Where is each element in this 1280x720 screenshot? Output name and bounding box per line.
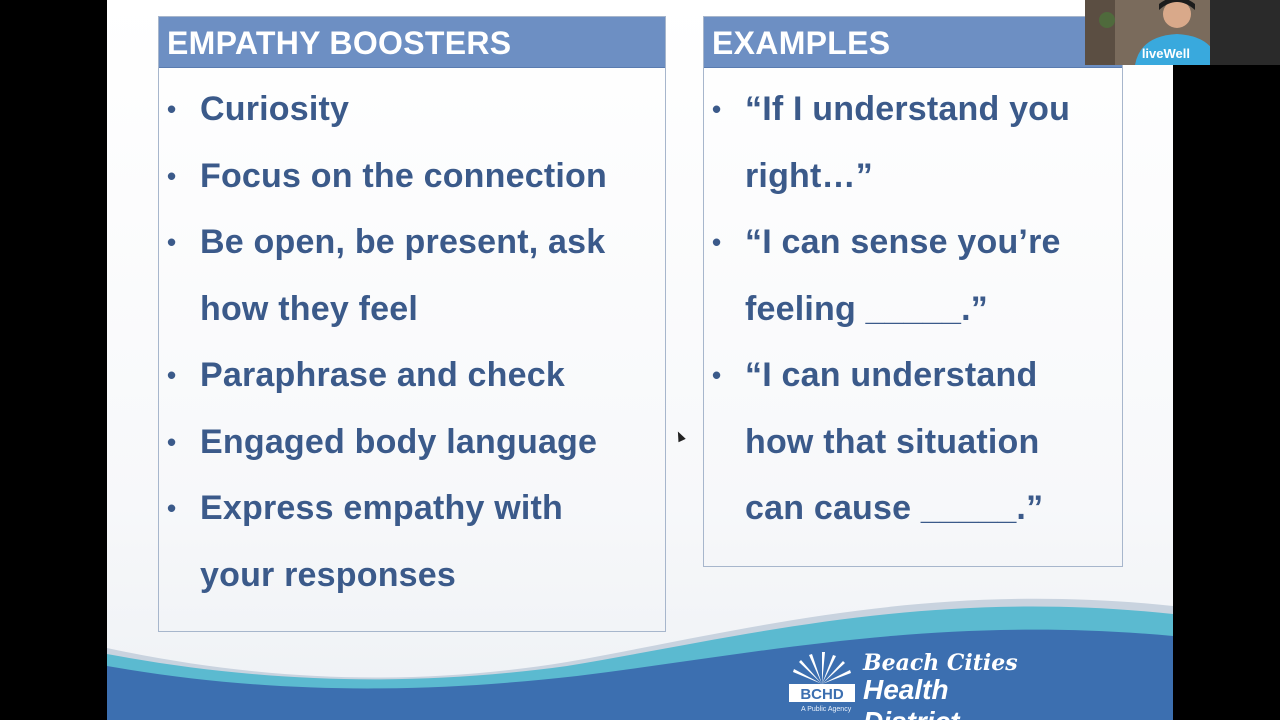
wave-blue	[107, 629, 1173, 720]
list-item-continuation: right…”	[704, 143, 1122, 210]
logo-line2: Health District	[863, 674, 959, 720]
list-item-continuation: your responses	[159, 542, 665, 609]
list-item: • “I can sense you’re	[704, 209, 1122, 276]
presenter-avatar	[1085, 0, 1210, 65]
webcam-thumbnail[interactable]: liveWell	[1085, 0, 1210, 65]
webcam-side-strip	[1210, 0, 1280, 65]
footer-wave	[107, 598, 1173, 720]
bullet-icon: •	[712, 227, 722, 257]
list-item-text: “I can understand	[745, 356, 1038, 394]
list-item: • Be open, be present, ask	[159, 209, 665, 276]
list-item-text: feeling _____.”	[745, 289, 989, 328]
list-item-text: Focus on the connection	[200, 156, 607, 195]
bullet-icon: •	[167, 493, 177, 523]
bullet-icon: •	[167, 426, 177, 457]
list-item: • Focus on the connection	[159, 143, 665, 210]
list-item-text: Curiosity	[200, 90, 350, 128]
list-item: • Curiosity	[159, 76, 665, 143]
list-item: • Express empathy with	[159, 475, 665, 542]
logo-subtitle: A Public Agency	[801, 706, 852, 713]
presentation-slide: EMPATHY BOOSTERS • Curiosity • Focus on th…	[107, 0, 1173, 720]
list-item: • Engaged body language	[159, 409, 665, 476]
list-item-continuation: how they feel	[159, 276, 665, 343]
list-item-text: Be open, be present, ask	[200, 223, 606, 261]
bullet-icon: •	[712, 94, 722, 124]
list-item-text: “I can sense you’re	[745, 223, 1061, 261]
logo-abbr: BCHD	[800, 686, 843, 703]
logo-line1: Beach Cities	[863, 650, 1018, 676]
list-item-continuation: can cause _____.”	[704, 475, 1122, 542]
empathy-boosters-panel: EMPATHY BOOSTERS • Curiosity • Focus on th…	[158, 16, 666, 632]
list-item-continuation: feeling _____.”	[704, 276, 1122, 343]
bchd-logo: BCHD Beach Cities Health District A Publ…	[787, 646, 1047, 720]
bullet-icon: •	[712, 360, 722, 390]
list-item-text: right…”	[745, 156, 873, 195]
bullet-icon: •	[167, 227, 177, 257]
list-item-text: your responses	[200, 555, 457, 594]
bullet-icon: •	[167, 94, 177, 124]
bullet-icon: •	[167, 360, 177, 390]
list-item: • Paraphrase and check	[159, 342, 665, 409]
livewell-shirt-text: liveWell	[1141, 46, 1190, 61]
sunburst-icon: BCHD	[789, 652, 855, 703]
examples-list: • “If I understand you right…” • “I can se…	[704, 68, 1122, 542]
list-item-text: Express empathy with	[200, 489, 564, 527]
empathy-boosters-title: EMPATHY BOOSTERS	[159, 17, 665, 68]
list-item-text: how they feel	[200, 289, 418, 328]
list-item-text: can cause _____.”	[745, 489, 1044, 527]
examples-panel: EXAMPLES • “If I understand you right…” •…	[703, 16, 1123, 567]
list-item-text: how that situation	[745, 422, 1040, 461]
list-item-text: “If I understand you	[745, 90, 1071, 128]
list-item-continuation: how that situation	[704, 409, 1122, 476]
bullet-icon: •	[167, 160, 177, 191]
empathy-boosters-list: • Curiosity • Focus on the connection • Be …	[159, 68, 665, 608]
list-item: • “If I understand you	[704, 76, 1122, 143]
examples-title: EXAMPLES	[704, 17, 1122, 68]
list-item: • “I can understand	[704, 342, 1122, 409]
list-item-text: Engaged body language	[200, 422, 598, 461]
list-item-text: Paraphrase and check	[200, 356, 565, 394]
